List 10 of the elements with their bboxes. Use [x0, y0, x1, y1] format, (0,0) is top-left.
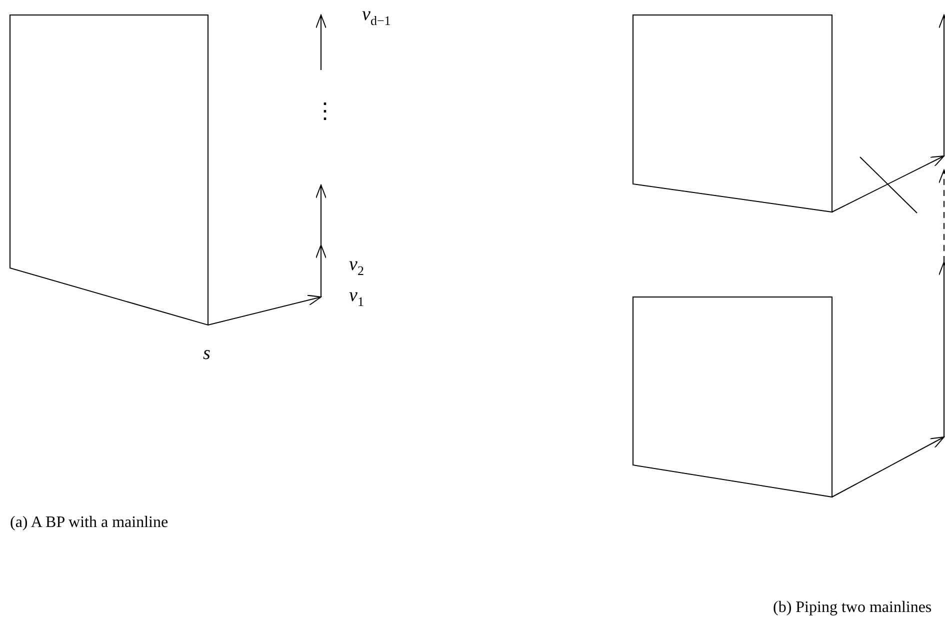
point-label: s — [203, 344, 210, 363]
arrow — [208, 294, 322, 326]
arrow — [832, 156, 944, 212]
point-label: v$_{2}$ — [349, 255, 364, 277]
arrow — [832, 436, 944, 498]
caption: (a) A BP with a mainline — [10, 515, 168, 531]
caption: (b) Piping two mainlines — [773, 600, 932, 616]
point-label: v$_{d−1}$ — [362, 5, 391, 27]
point-label: v$_{1}$ — [349, 286, 364, 308]
ellipsis-label: ⋮ — [314, 100, 336, 122]
